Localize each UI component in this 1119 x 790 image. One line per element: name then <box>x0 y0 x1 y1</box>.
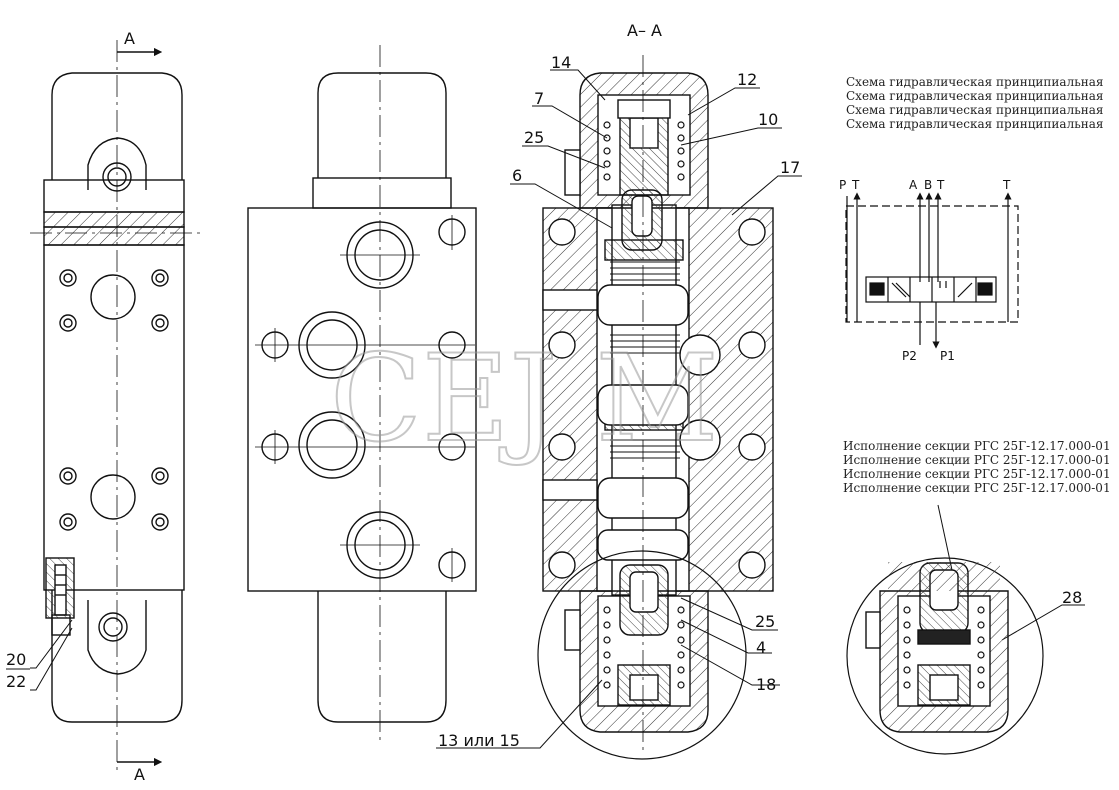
callout-17: 17 <box>780 158 800 177</box>
schematic-title-1: Схема гидравлическая принципиальная <box>846 75 1103 89</box>
variant-note-1: Исполнение секции РГС 25Г-12.17.000-01 <box>843 439 1111 453</box>
variant-detail <box>846 557 1044 755</box>
section-title: А– А <box>627 21 662 40</box>
hydraulic-schematic <box>845 192 1019 349</box>
callout-6: 6 <box>512 166 522 185</box>
schematic-title-4: Схема гидравлическая принципиальная <box>846 117 1103 131</box>
callout-4: 4 <box>756 638 766 657</box>
callout-12: 12 <box>737 70 757 89</box>
callout-25-top: 25 <box>524 128 544 147</box>
section-cut-markers <box>117 47 163 767</box>
callout-14: 14 <box>551 53 571 72</box>
callout-20: 20 <box>6 650 26 669</box>
port-t2: T <box>936 178 945 192</box>
variant-note-3: Исполнение секции РГС 25Г-12.17.000-01 <box>843 467 1111 481</box>
callout-10: 10 <box>758 110 778 129</box>
callout-22: 22 <box>6 672 26 691</box>
callout-13-15: 13 или 15 <box>438 731 520 750</box>
port-b: B <box>924 178 932 192</box>
callout-25-bottom: 25 <box>755 612 775 631</box>
section-view <box>537 55 774 760</box>
port-a: A <box>909 178 918 192</box>
port-t3: T <box>1002 178 1011 192</box>
left-side-view <box>30 40 200 770</box>
port-p: P <box>839 178 846 192</box>
watermark: CEJ M <box>330 330 719 469</box>
callout-7: 7 <box>534 89 544 108</box>
schematic-title-3: Схема гидравлическая принципиальная <box>846 103 1103 117</box>
callout-28: 28 <box>1062 588 1082 607</box>
front-view <box>247 45 477 740</box>
schematic-title-2: Схема гидравлическая принципиальная <box>846 89 1103 103</box>
port-t1: T <box>851 178 860 192</box>
cut-label-top: А <box>124 29 135 48</box>
variant-note-4: Исполнение секции РГС 25Г-12.17.000-01 <box>843 481 1111 495</box>
port-p2: P2 <box>902 349 917 363</box>
variant-note-2: Исполнение секции РГС 25Г-12.17.000-01 <box>843 453 1111 467</box>
leader-lines <box>30 69 1085 749</box>
cut-label-bottom: А <box>134 765 145 784</box>
callout-18: 18 <box>756 675 776 694</box>
port-p1: P1 <box>940 349 955 363</box>
